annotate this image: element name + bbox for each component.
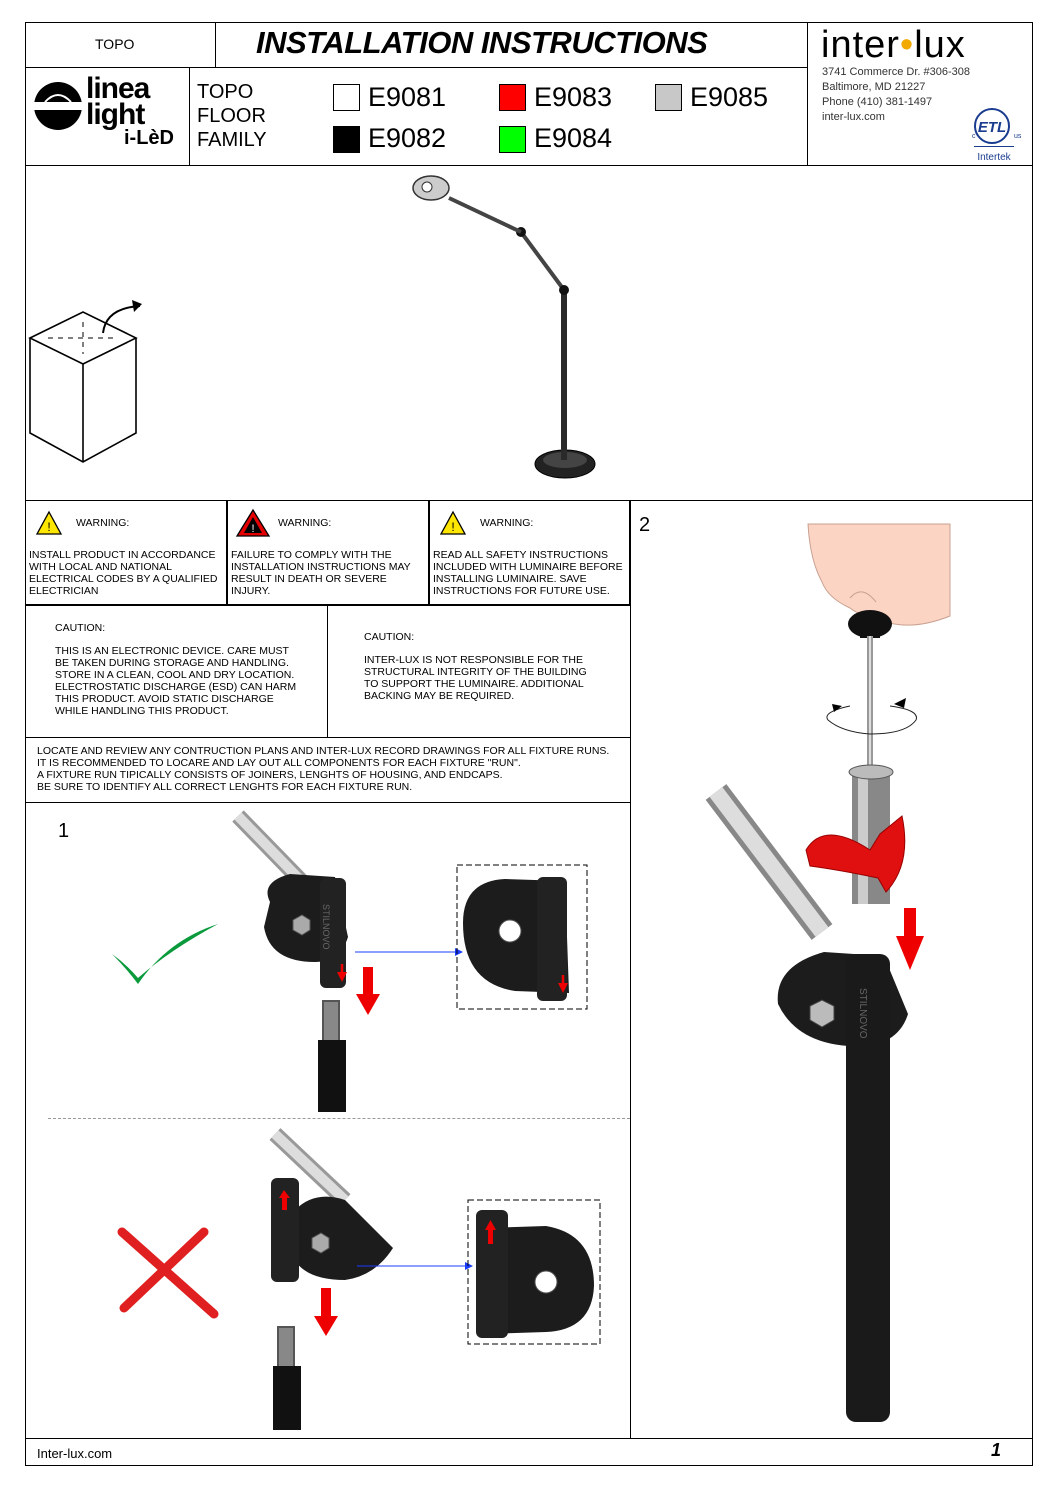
iled-logo-text: i-LèD — [124, 127, 174, 149]
box-illustration — [28, 300, 142, 463]
warning-triangle-icon: ! — [439, 510, 467, 535]
step-2-illustration: STILNOVO — [705, 523, 951, 1422]
joint-correct-illustration: STILNOVO — [232, 810, 380, 1112]
interlux-logo-left: inter — [821, 24, 900, 66]
family-line-1: TOPO — [197, 81, 254, 103]
danger-triangle-icon: ! — [235, 508, 271, 537]
etl-us-text: us — [1014, 133, 1022, 140]
caution-bottom-line — [25, 737, 630, 738]
header-divider — [25, 67, 807, 68]
cross-icon — [117, 1227, 219, 1319]
svg-text:!: ! — [47, 520, 50, 534]
locate-note: LOCATE AND REVIEW ANY CONTRUCTION PLANS … — [37, 745, 629, 793]
joint-brand-text-2: STILNOVO — [857, 988, 868, 1039]
code-e9082: E9082 — [368, 123, 447, 153]
warning-text-1: INSTALL PRODUCT IN ACCORDANCE WITH LOCAL… — [29, 549, 218, 597]
warning-box-2: ! WARNING: FAILURE TO COMPLY WITH THE IN… — [227, 500, 429, 605]
step-1-number: 1 — [58, 820, 70, 842]
step-2-number: 2 — [639, 514, 651, 536]
swatch-e9083 — [499, 84, 526, 111]
company-web: inter-lux.com — [822, 111, 885, 123]
interlux-dot-icon: • — [899, 24, 915, 66]
swatch-e9084 — [499, 126, 526, 153]
caution-2: CAUTION: INTER-LUX IS NOT RESPONSIBLE FO… — [364, 631, 596, 702]
code-e9081: E9081 — [368, 82, 447, 112]
code-e9085: E9085 — [690, 82, 769, 112]
linea-light-logo-mark — [33, 82, 83, 130]
code-e9084: E9084 — [534, 123, 613, 153]
caution-label-1: CAUTION: — [55, 622, 106, 634]
swatch-e9082 — [333, 126, 360, 153]
caution-text-1: THIS IS AN ELECTRONIC DEVICE. CARE MUST … — [55, 645, 297, 717]
svg-text:!: ! — [451, 520, 454, 534]
header-divider-v2 — [189, 67, 190, 165]
caution-divider — [327, 605, 328, 737]
callout-arrow-wrong — [357, 1262, 473, 1270]
joint-wrong-illustration — [269, 1128, 393, 1430]
caution-1: CAUTION: THIS IS AN ELECTRONIC DEVICE. C… — [55, 622, 305, 717]
locate-note-line-3: A FIXTURE RUN TIPICALLY CONSISTS OF JOIN… — [37, 769, 503, 781]
header-divider-v1 — [215, 22, 216, 67]
svg-text:!: ! — [251, 523, 254, 535]
warning-box-3: ! WARNING: READ ALL SAFETY INSTRUCTIONS … — [429, 500, 630, 605]
locate-note-line-1: LOCATE AND REVIEW ANY CONTRUCTION PLANS … — [37, 745, 610, 757]
address-line-1: 3741 Commerce Dr. #306-308 — [822, 66, 970, 78]
checkmark-icon — [112, 924, 218, 984]
interlux-logo-right: lux — [914, 24, 966, 66]
page-title: INSTALLATION INSTRUCTIONS — [256, 25, 708, 60]
wrong-right-separator — [48, 1118, 630, 1119]
page-number: 1 — [991, 1440, 1002, 1460]
family-name: TOPO FLOOR FAMILY — [197, 80, 267, 152]
warning-box-1: ! WARNING: INSTALL PRODUCT IN ACCORDANCE… — [25, 500, 227, 605]
product-short-name: TOPO — [95, 36, 135, 52]
floor-lamp-illustration — [412, 175, 596, 479]
locate-bottom-line — [25, 802, 630, 803]
company-phone: Phone (410) 381-1497 — [822, 96, 933, 108]
warning-text-2: FAILURE TO COMPLY WITH THE INSTALLATION … — [231, 549, 411, 597]
interlux-logo: inter•lux — [821, 24, 966, 67]
callout-arrow-correct — [355, 948, 463, 956]
joint-brand-text: STILNOVO — [321, 904, 331, 950]
warning-text-3: READ ALL SAFETY INSTRUCTIONS INCLUDED WI… — [433, 549, 623, 597]
swatch-e9085 — [655, 84, 682, 111]
etl-c-text: c — [972, 133, 976, 140]
code-e9083: E9083 — [534, 82, 613, 112]
etl-logo-text: ETL — [978, 119, 1006, 136]
family-line-2: FLOOR — [197, 105, 266, 127]
warning-triangle-icon: ! — [35, 510, 63, 535]
swatch-e9081 — [333, 84, 360, 111]
footer-line — [25, 1438, 1033, 1439]
joint-detail-correct — [456, 864, 588, 1010]
caution-label-2: CAUTION: — [364, 631, 415, 643]
warning-label-3: WARNING: — [480, 517, 534, 529]
footer-website: Inter-lux.com — [37, 1446, 113, 1461]
family-line-3: FAMILY — [197, 129, 267, 151]
caution-text-2: INTER-LUX IS NOT RESPONSIBLE FOR THE STR… — [364, 654, 587, 702]
linea-logo-text-2: light — [86, 98, 145, 131]
page-frame — [25, 22, 1033, 1466]
locate-note-line-4: BE SURE TO IDENTIFY ALL CORRECT LENGHTS … — [37, 781, 413, 793]
address-line-2: Baltimore, MD 21227 — [822, 81, 926, 93]
warning-label-2: WARNING: — [278, 517, 332, 529]
company-address: 3741 Commerce Dr. #306-308 Baltimore, MD… — [822, 65, 970, 125]
etl-mark-icon: ETL c us Intertek — [972, 108, 1022, 163]
middle-column-divider — [630, 500, 631, 1438]
header-divider-v3 — [807, 22, 808, 165]
etl-intertek-text: Intertek — [977, 152, 1011, 163]
warning-label-1: WARNING: — [76, 517, 130, 529]
linea-logo-text-1: linea — [86, 72, 150, 105]
joint-detail-wrong — [467, 1199, 601, 1345]
header-bottom-line — [25, 165, 1033, 166]
locate-note-line-2: IT IS RECOMMENDED TO LOCARE AND LAY OUT … — [37, 757, 521, 769]
